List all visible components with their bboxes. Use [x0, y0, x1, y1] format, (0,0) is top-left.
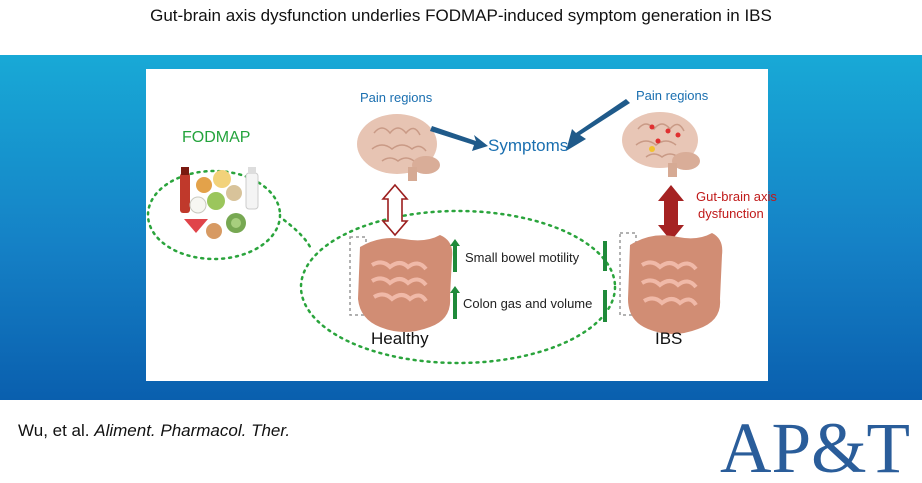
gut-ibs [619, 232, 723, 334]
gut-ellipse [299, 209, 617, 365]
healthy-label: Healthy [371, 329, 429, 348]
logo-text: AP&T [720, 408, 910, 480]
up-indicator-right-1 [603, 241, 607, 271]
brain-healthy [357, 114, 440, 181]
up-indicator-right-2 [603, 290, 607, 322]
diagram-graphic [146, 99, 723, 365]
dysfunction-label: dysfunction [698, 206, 764, 221]
citation: Wu, et al. Aliment. Pharmacol. Ther. [18, 421, 290, 441]
aptj-logo: AP&T [720, 408, 910, 480]
fodmap-ellipse [146, 169, 282, 261]
pain-regions-right-label: Pain regions [636, 88, 709, 103]
pain-regions-left-label: Pain regions [360, 90, 433, 105]
brain-ibs [622, 112, 700, 177]
citation-journal: Aliment. Pharmacol. Ther. [94, 421, 291, 440]
up-indicator-left-1 [450, 239, 460, 272]
healthy-axis-arrow [381, 183, 409, 237]
up-indicator-left-2 [450, 286, 460, 319]
gut-brain-axis-label: Gut-brain axis [696, 189, 777, 204]
diagram-panel: FODMAP Pain regions Pain regions Symptom… [146, 69, 777, 381]
food-illustration [180, 167, 259, 239]
symptoms-label: Symptoms [488, 136, 569, 155]
fodmap-label: FODMAP [182, 129, 251, 146]
colon-gas-label: Colon gas and volume [463, 296, 593, 311]
ibs-axis-arrow [658, 185, 684, 241]
arrow-right-to-symptoms [566, 99, 630, 151]
citation-authors: Wu, et al. [18, 421, 90, 440]
fodmap-connector [282, 218, 313, 251]
arrow-left-to-symptoms [430, 126, 488, 151]
page-title: Gut-brain axis dysfunction underlies FOD… [150, 6, 772, 25]
ibs-label: IBS [655, 329, 683, 348]
small-bowel-motility-label: Small bowel motility [465, 250, 580, 265]
gut-healthy [349, 235, 453, 332]
